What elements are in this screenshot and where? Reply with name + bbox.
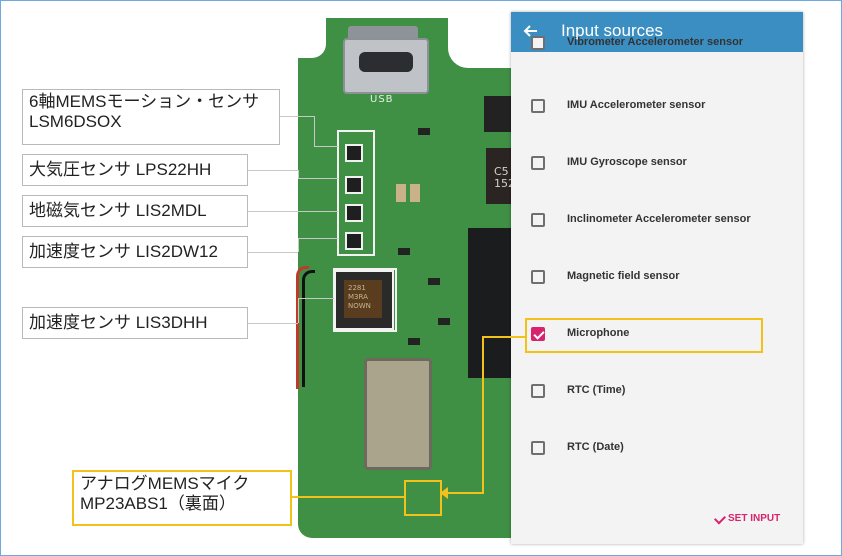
checkbox-imu-gyroscope[interactable] <box>531 156 545 170</box>
checkbox-vibrometer[interactable] <box>531 36 545 50</box>
mic-location-box <box>404 480 442 516</box>
label-lps22hh: 大気圧センサ LPS22HH <box>22 154 248 186</box>
list-item-label: Microphone <box>567 327 630 339</box>
check-icon <box>713 512 727 525</box>
list-item-rtc-time[interactable]: RTC (Time) <box>511 383 803 440</box>
lis3-text-1: 2281 <box>348 284 366 292</box>
input-sources-panel: Input sources Vibrometer Accelerometer s… <box>511 12 803 544</box>
list-item-label: RTC (Date) <box>567 441 624 453</box>
list-item-rtc-date[interactable]: RTC (Date) <box>511 440 803 497</box>
list-item-magnetic-field[interactable]: Magnetic field sensor <box>511 269 803 326</box>
rf-module-can <box>364 358 432 470</box>
back-arrow-icon[interactable] <box>521 21 541 41</box>
usb-connector <box>343 38 429 94</box>
lsm6dsox-chip <box>345 144 363 162</box>
checkbox-magnetic-field[interactable] <box>531 270 545 284</box>
checkbox-rtc-time[interactable] <box>531 384 545 398</box>
list-item-label: Vibrometer Accelerometer sensor <box>567 36 744 48</box>
list-item-vibrometer[interactable]: Vibrometer Accelerometer sensor <box>511 32 803 89</box>
app-bar: Input sources <box>511 12 803 52</box>
set-input-button[interactable]: SET INPUT <box>728 513 781 524</box>
label-mp23abs1: アナログMEMSマイク MP23ABS1（裏面） <box>72 470 292 526</box>
ic-chip <box>484 96 514 132</box>
lis3dhh-box <box>333 268 397 332</box>
arrow-head-icon <box>440 487 448 499</box>
usb-label: USB <box>370 94 394 105</box>
label-lsm6dsox-line2: LSM6DSOX <box>29 112 122 131</box>
list-item-label: IMU Gyroscope sensor <box>567 156 687 168</box>
list-item-label: Magnetic field sensor <box>567 270 680 282</box>
list-item-inclinometer[interactable]: Inclinometer Accelerometer sensor <box>511 212 803 269</box>
checkbox-microphone[interactable] <box>531 327 545 341</box>
label-lsm6dsox: 6軸MEMSモーション・センサ LSM6DSOX <box>22 89 280 145</box>
label-mic-line1: アナログMEMSマイク <box>80 474 250 493</box>
list-item-microphone[interactable]: Microphone <box>511 326 803 383</box>
list-item-label: Inclinometer Accelerometer sensor <box>567 213 751 225</box>
checkbox-rtc-date[interactable] <box>531 441 545 455</box>
label-mic-line2: MP23ABS1（裏面） <box>80 494 236 513</box>
lis2mdl-chip <box>345 204 363 222</box>
microphone-highlight <box>525 318 763 353</box>
list-item-label: IMU Accelerometer sensor <box>567 99 706 111</box>
lis2dw12-chip <box>345 232 363 250</box>
page-title: Input sources <box>561 21 664 40</box>
lis3-text-2: M3RA <box>348 293 368 301</box>
chip-text-2: 152 <box>494 177 515 190</box>
lps22hh-chip <box>345 176 363 194</box>
chip-text-1: C5 <box>494 165 509 178</box>
list-item-imu-accelerometer[interactable]: IMU Accelerometer sensor <box>511 98 803 155</box>
lis3dhh-chip: 2281 M3RA NOWN <box>334 270 394 330</box>
label-lis2dw12: 加速度センサ LIS2DW12 <box>22 236 248 268</box>
label-lis3dhh: 加速度センサ LIS3DHH <box>22 307 248 339</box>
label-lsm6dsox-line1: 6軸MEMSモーション・センサ <box>29 92 260 111</box>
label-lis2mdl: 地磁気センサ LIS2MDL <box>22 195 248 227</box>
lis3-text-3: NOWN <box>348 302 371 310</box>
connector-line <box>446 492 484 494</box>
list-item-label: RTC (Time) <box>567 384 626 396</box>
checkbox-inclinometer[interactable] <box>531 213 545 227</box>
connector-line <box>482 336 526 338</box>
list-item-imu-gyroscope[interactable]: IMU Gyroscope sensor <box>511 155 803 212</box>
checkbox-imu-accelerometer[interactable] <box>531 99 545 113</box>
connector-line <box>482 336 484 493</box>
sensor-group-box <box>337 130 375 256</box>
pcb-photo: USB C5 152 2281 M3RA NOWN <box>296 18 538 538</box>
